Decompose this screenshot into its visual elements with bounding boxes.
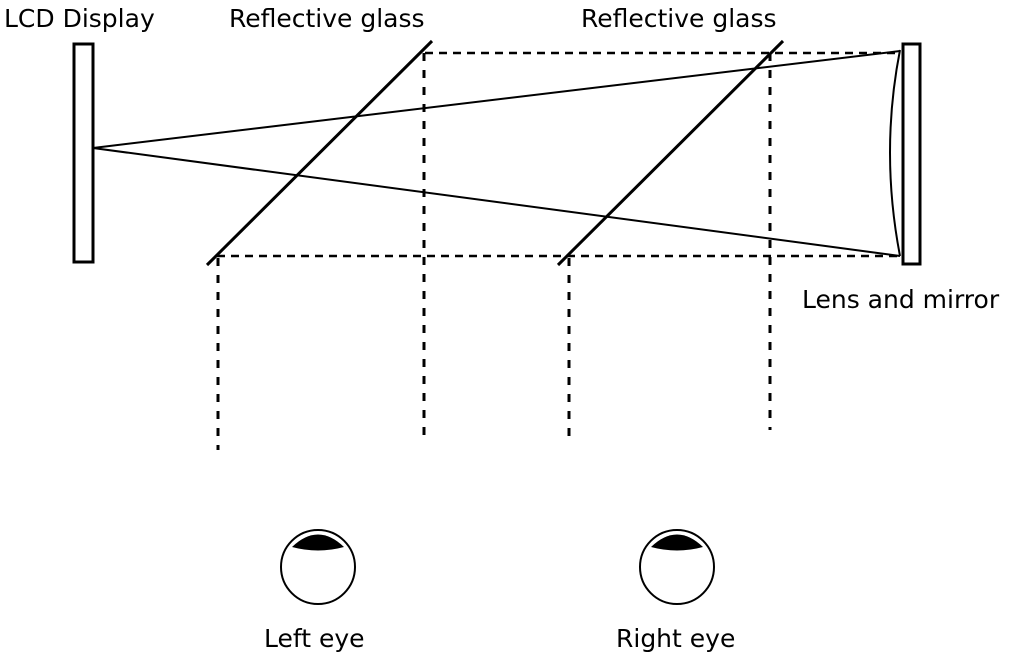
lens-mirror-panel [901,42,922,266]
lcd-display-panel [72,42,95,264]
lower-light-ray [92,147,901,257]
reflective-glass-right-label: Reflective glass [581,4,777,33]
left-eye-label: Left eye [264,624,365,653]
reflective-glass-right-plate [556,39,785,267]
left-eye-icon [280,529,356,605]
upper-light-ray [92,50,901,149]
reflective-glass-left-label: Reflective glass [229,4,425,33]
right-eye-icon [639,529,715,605]
lcd-display-label: LCD Display [4,4,155,33]
lens-and-mirror-label: Lens and mirror [802,285,1000,314]
reflective-glass-left-plate [205,39,434,267]
right-eye-label: Right eye [616,624,735,653]
lens-curve [889,49,901,257]
